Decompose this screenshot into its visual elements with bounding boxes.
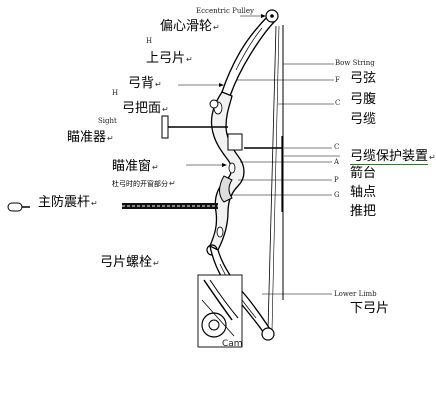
upper-limb-inner [235, 27, 263, 71]
en-lower-limb: Lower Limb [334, 290, 377, 298]
label-grip-face: 弓把面↵ [122, 101, 169, 116]
riser-cutout-low [216, 226, 224, 238]
en-f: F [335, 76, 340, 84]
riser-cutout-mid [228, 162, 236, 174]
en-bow-string: Bow String [335, 59, 375, 67]
arrow-sight-window-head [222, 163, 227, 167]
en-eccentric-pulley: Eccentric Pulley [196, 7, 254, 15]
cable-line [267, 25, 277, 331]
en-h-top: H [146, 37, 153, 45]
arrow-pulley-head [261, 14, 266, 18]
en-p: P [334, 176, 339, 184]
en-g: G [334, 191, 340, 199]
label-limb-bolt: 弓片螺栓↵ [100, 255, 160, 270]
en-h-side: H [112, 89, 119, 97]
grip-shape [219, 175, 233, 203]
upper-limb-bolt [209, 99, 219, 109]
cable-line-2 [271, 25, 280, 331]
label-grip: 推把 [350, 204, 377, 219]
sight-bracket [227, 133, 243, 151]
arrow-back-head [219, 83, 224, 87]
label-upper-limb: 上弓片↵ [146, 51, 193, 66]
label-bow-string: 弓弦 [350, 71, 377, 86]
en-c-mid: C [334, 143, 340, 151]
label-lower-limb: 下弓片 [350, 301, 390, 316]
en-a: A [334, 158, 340, 166]
stabilizer-weight [7, 202, 23, 212]
label-sight: 瞄准器↵ [67, 130, 114, 145]
cam-wheel-inner [208, 319, 220, 331]
label-bow-back: 弓背↵ [128, 76, 162, 91]
label-arrow-rest: 箭台 [350, 166, 377, 181]
en-cam: Cam [222, 339, 243, 349]
en-sight: Sight [98, 117, 117, 125]
label-cable-guard: 弓缆保护装置↵ [350, 149, 436, 165]
cam-limb-tip [203, 279, 233, 321]
cam-inset-box [197, 274, 243, 348]
lower-pulley [261, 327, 275, 341]
en-c-top: C [335, 99, 341, 107]
eccentric-pulley-axle [270, 14, 274, 18]
riser-shape [209, 91, 245, 251]
cam-limb-tip-2 [209, 279, 239, 319]
label-stabilizer: 主防震杆↵ [38, 195, 98, 210]
cam-cable [201, 299, 235, 337]
sight-pin-housing [161, 115, 169, 139]
label-cable: 弓缆 [350, 112, 377, 127]
upper-limb-shape [221, 13, 277, 97]
label-bow-belly: 弓腹 [350, 92, 377, 107]
label-eccentric-wheel: 偏心滑轮↵ [160, 19, 220, 34]
label-pivot-point: 轴点 [350, 185, 377, 200]
label-sight-window: 瞄准窗↵ [112, 159, 159, 174]
label-sight-window-note: 杜弓时的开窗部分↵ [112, 179, 176, 188]
